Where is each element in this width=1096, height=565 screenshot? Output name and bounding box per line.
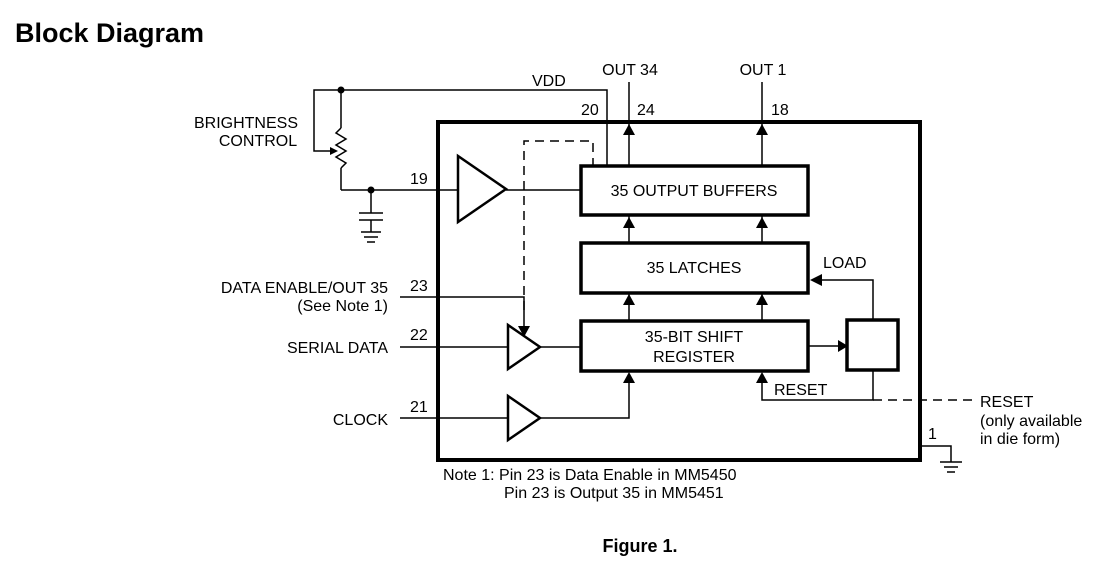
load-wire xyxy=(820,279,874,320)
data-enable-label-line2: (See Note 1) xyxy=(297,298,388,315)
vdd-label: VDD xyxy=(532,73,566,90)
clock-label: CLOCK xyxy=(333,412,388,429)
note-line1: Note 1: Pin 23 is Data Enable in MM5450 xyxy=(443,467,737,484)
latches-to-buffers-arrow-left xyxy=(623,217,635,228)
brightness-buffer xyxy=(456,153,509,225)
vdd-wire xyxy=(341,89,608,166)
latches-block xyxy=(579,241,810,295)
register-to-latches-arrow-left xyxy=(623,294,635,305)
clock-buffer xyxy=(506,393,543,443)
reset-external-label-line1: RESET xyxy=(980,394,1034,411)
ground-wire xyxy=(920,445,952,462)
data-enable-arrow xyxy=(518,326,530,337)
data-enable-label-line1: DATA ENABLE/OUT 35 xyxy=(221,280,388,297)
clock-to-register-wire xyxy=(540,380,630,419)
pin19-label: 19 xyxy=(410,171,428,188)
shift-register-label-line1: 35-BIT SHIFT xyxy=(645,329,744,346)
pin1-label: 1 xyxy=(928,426,937,443)
pin22-label: 22 xyxy=(410,327,428,344)
clock-arrow xyxy=(623,372,635,383)
out34-label: OUT 34 xyxy=(602,62,658,79)
shift-register-label-line2: REGISTER xyxy=(653,349,735,366)
output-buffers-label: 35 OUTPUT BUFFERS xyxy=(611,183,778,200)
reset-external-label-line2: (only available xyxy=(980,413,1082,430)
brightness-label-line1: BRIGHTNESS xyxy=(194,115,298,132)
load-label: LOAD xyxy=(823,255,867,272)
out34-arrow xyxy=(623,124,635,135)
data-enable-wire xyxy=(400,296,525,330)
reset-internal-arrow xyxy=(756,372,768,383)
figure-caption: Figure 1. xyxy=(602,536,677,556)
pin23-label: 23 xyxy=(410,278,428,295)
reset-internal-label: RESET xyxy=(774,382,828,399)
note-line2: Pin 23 is Output 35 in MM5451 xyxy=(504,485,724,502)
pot-resistor xyxy=(334,127,348,169)
load-control-block xyxy=(845,318,900,372)
latches-label: 35 LATCHES xyxy=(647,260,742,277)
reset-internal-wire xyxy=(761,370,874,401)
pin20-label: 20 xyxy=(581,102,599,119)
pot-wiper-wire xyxy=(313,89,341,152)
register-to-load-arrow xyxy=(838,340,848,352)
page-title: Block Diagram xyxy=(15,18,204,48)
pot-wiper-arrow xyxy=(330,147,338,155)
pin24-label: 24 xyxy=(637,102,655,119)
pin18-label: 18 xyxy=(771,102,789,119)
register-to-latches-arrow-right xyxy=(756,294,768,305)
latches-to-buffers-arrow-right xyxy=(756,217,768,228)
load-arrow xyxy=(810,274,822,286)
brightness-label-line2: CONTROL xyxy=(219,133,297,150)
reset-external-label-line3: in die form) xyxy=(980,431,1060,448)
out1-arrow xyxy=(756,124,768,135)
serial-data-label: SERIAL DATA xyxy=(287,340,388,357)
serial-data-buffer xyxy=(506,322,543,372)
chip-outline xyxy=(436,120,922,462)
pin21-label: 21 xyxy=(410,399,428,416)
data-enable-dashed-path xyxy=(523,140,594,310)
out1-label: OUT 1 xyxy=(740,62,787,79)
